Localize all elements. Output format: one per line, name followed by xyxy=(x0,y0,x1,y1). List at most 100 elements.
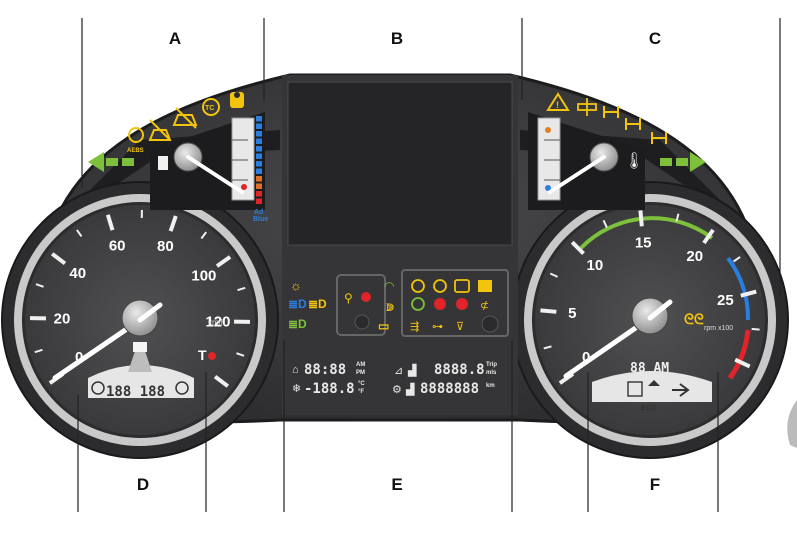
speedometer-tick xyxy=(213,374,230,388)
outside-temperature-icon: ❄ xyxy=(292,383,301,395)
adblue-level-segment xyxy=(256,191,262,197)
speedometer-zero-label: 0 xyxy=(75,349,83,366)
tachometer-needle-tail xyxy=(647,299,673,321)
parking-brake-icon xyxy=(434,298,446,310)
park-brake-icon-1 xyxy=(411,279,425,293)
brake-wear-icon: ↇ xyxy=(386,302,394,314)
tachometer-label: 25 xyxy=(717,292,734,309)
adblue-level-segment xyxy=(256,176,262,182)
engine-warning-icon: ▭ xyxy=(378,319,389,333)
exhaust-brake-icon: ⇶ xyxy=(410,320,419,333)
speedometer-label: 60 xyxy=(109,237,126,254)
speedometer-tick xyxy=(35,283,44,288)
speedometer-tick xyxy=(76,229,83,238)
lane-road-icon xyxy=(128,348,152,372)
speedometer-digital-readout: 188 188 xyxy=(106,384,165,400)
turn-signal-left-icon xyxy=(88,152,134,172)
callout-label-d: D xyxy=(137,475,149,494)
retarder-indicator-light xyxy=(208,352,216,360)
temperature-units: °C°F xyxy=(358,381,365,395)
glow-plug-icon: ᘓᘓ xyxy=(684,311,704,327)
odometer-readout: 8888888 xyxy=(420,381,479,397)
adblue-level-segment xyxy=(256,168,262,174)
adblue-level-segment xyxy=(256,183,262,189)
fuel-pump-icon xyxy=(158,156,168,170)
cruise-control-icon xyxy=(91,381,105,395)
differential-lock-icon-2 xyxy=(625,118,641,130)
clock-readout: 88:88 xyxy=(304,362,346,378)
trailer-brake-icon: ⊶ xyxy=(432,321,443,333)
airbag-warning-panel xyxy=(336,274,386,336)
speedometer-tick xyxy=(215,255,232,268)
tachometer-zero-label: 0 xyxy=(582,349,590,366)
gear-position-icon xyxy=(627,381,643,397)
tachometer-tick xyxy=(751,327,760,331)
speedometer-tick xyxy=(34,348,43,354)
coolant-temperature-gauge: 🌡 xyxy=(528,112,645,210)
speedometer-unit-label: km/h xyxy=(208,318,225,327)
adblue-level-segment xyxy=(256,116,262,122)
turn-signal-right-icon xyxy=(660,152,706,172)
signal-bars-icon: ▟ xyxy=(407,363,417,377)
distance-control-icon xyxy=(175,381,189,395)
wiper-icon: ◠ xyxy=(384,279,394,293)
speedometer-tick xyxy=(237,286,246,292)
diff-lock-small-icon: ⊽ xyxy=(456,321,464,333)
svg-text:AEBS: AEBS xyxy=(127,148,144,154)
multifunction-screen xyxy=(287,81,513,246)
adblue-level-bar xyxy=(256,116,262,204)
lane-departure-off-icon xyxy=(148,119,172,141)
speedometer-label: 40 xyxy=(69,265,86,282)
callout-lines xyxy=(77,18,781,512)
callout-label-b: B xyxy=(391,29,403,48)
tachometer-tick xyxy=(543,345,552,350)
brake-warning-icon xyxy=(456,298,468,310)
trip-readout: 8888.8 xyxy=(434,362,485,378)
speedometer-tick xyxy=(236,352,245,357)
retarder-label: T xyxy=(198,347,207,363)
adblue-level-segment xyxy=(256,161,262,167)
callout-label-e: E xyxy=(391,475,402,494)
tachometer-label: 20 xyxy=(686,248,703,265)
speedometer-needle-tail xyxy=(137,302,163,323)
tachometer-unit-label: rpm x100 xyxy=(704,325,733,332)
fuel-gauge-needle xyxy=(186,155,244,194)
trailer-icon xyxy=(478,280,492,292)
tachometer-label: 15 xyxy=(635,234,652,251)
tachometer-tick xyxy=(570,240,585,255)
reset-button-indicator xyxy=(481,315,499,333)
tachometer-label: 10 xyxy=(587,257,604,274)
central-display xyxy=(282,75,518,415)
odometer-units: km xyxy=(486,383,495,389)
brake-circuit-icon xyxy=(411,297,425,311)
tachometer-green-band xyxy=(579,216,714,250)
ebs-icon xyxy=(454,279,470,293)
center-indicator-area: ☼ ≣D ≣D ≣D ⚲ ◠ ▭ ↇ ⊄ ⇶ ⊶ ⊽ xyxy=(288,269,509,337)
abs-trailer-icon xyxy=(433,279,447,293)
economy-arrow-icon xyxy=(672,383,690,397)
stability-control-off-icon xyxy=(172,107,198,129)
gear-shift-up-icon xyxy=(648,380,660,386)
traction-control-icon: TC xyxy=(202,98,220,116)
adblue-level-segment xyxy=(256,153,262,159)
tachometer-tick xyxy=(540,308,557,314)
eco-label: ECO xyxy=(641,405,657,412)
airbag-warning-icon xyxy=(361,292,371,302)
center-dim-indicator xyxy=(354,314,370,330)
adblue-level-segment xyxy=(256,146,262,152)
brake-system-panel xyxy=(401,269,509,337)
tachometer-tick xyxy=(638,210,644,227)
callout-letters: A B C D E F xyxy=(137,29,661,494)
adblue-level-segment xyxy=(256,131,262,137)
callout-label-f: F xyxy=(650,475,660,494)
speedometer-label: 20 xyxy=(54,311,71,328)
svg-text:!: ! xyxy=(556,100,559,110)
front-fog-icon: ≣D xyxy=(308,297,327,311)
coolant-gauge-needle xyxy=(548,155,606,194)
